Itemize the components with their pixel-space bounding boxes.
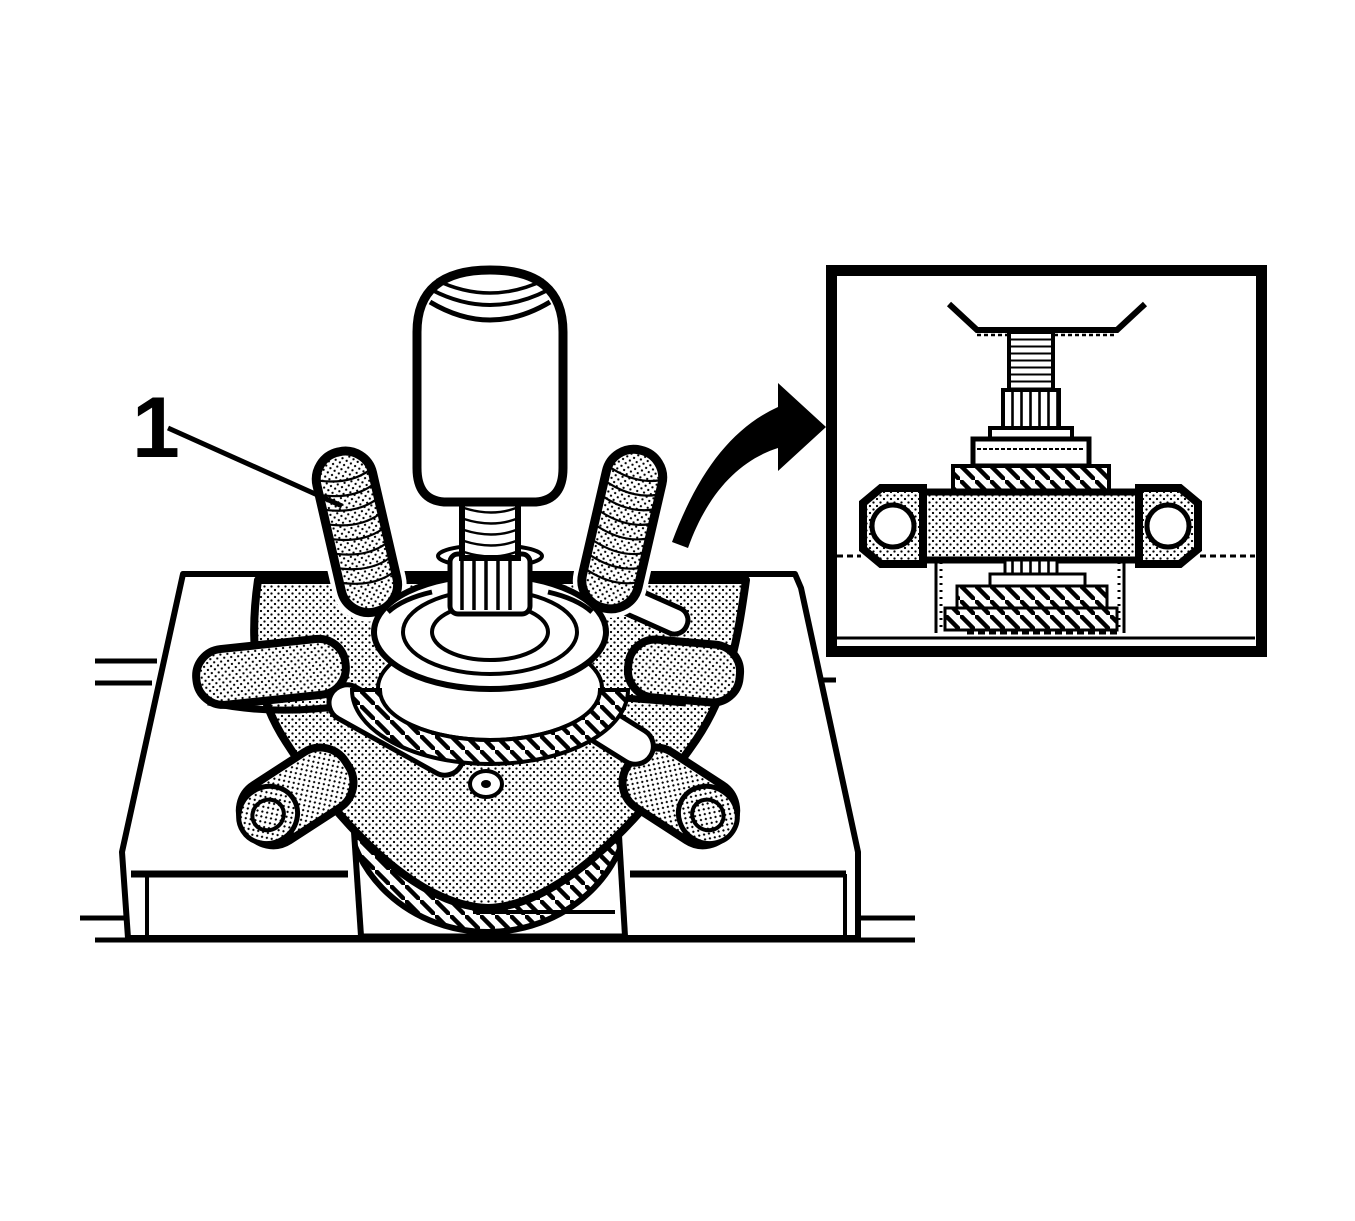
inset-puller-bar [859, 484, 1202, 568]
pressed-assembly [349, 265, 631, 766]
inset-splined-stub [1003, 558, 1059, 576]
detail-arrow [672, 383, 826, 548]
callout-1: 1 [132, 380, 344, 509]
inset-lower-gear-large [943, 606, 1119, 632]
inset-bar-nut-left [869, 502, 917, 550]
press-ram [412, 265, 568, 507]
plate-nut-right [618, 743, 741, 850]
callout-label: 1 [132, 380, 180, 476]
main-gear-teeth [349, 688, 631, 766]
plate-nut-left [235, 743, 358, 850]
plate-lug-left [192, 634, 350, 709]
inset-spacer-block [988, 572, 1087, 588]
inset-hub-block [970, 436, 1092, 469]
inset-slot [934, 560, 1126, 633]
inset-splined-section [1001, 388, 1061, 430]
plate-lug-right [623, 635, 745, 707]
threaded-rod-left [307, 442, 407, 622]
threaded-rod-right [572, 440, 672, 618]
press-screw [459, 495, 521, 561]
inset-threaded-shaft [1007, 330, 1055, 392]
inset-lower-gear-small [955, 584, 1109, 610]
inset-detail-box [826, 265, 1267, 657]
callout-leader-line [166, 425, 344, 509]
inset-bar-nut-right [1144, 502, 1192, 550]
